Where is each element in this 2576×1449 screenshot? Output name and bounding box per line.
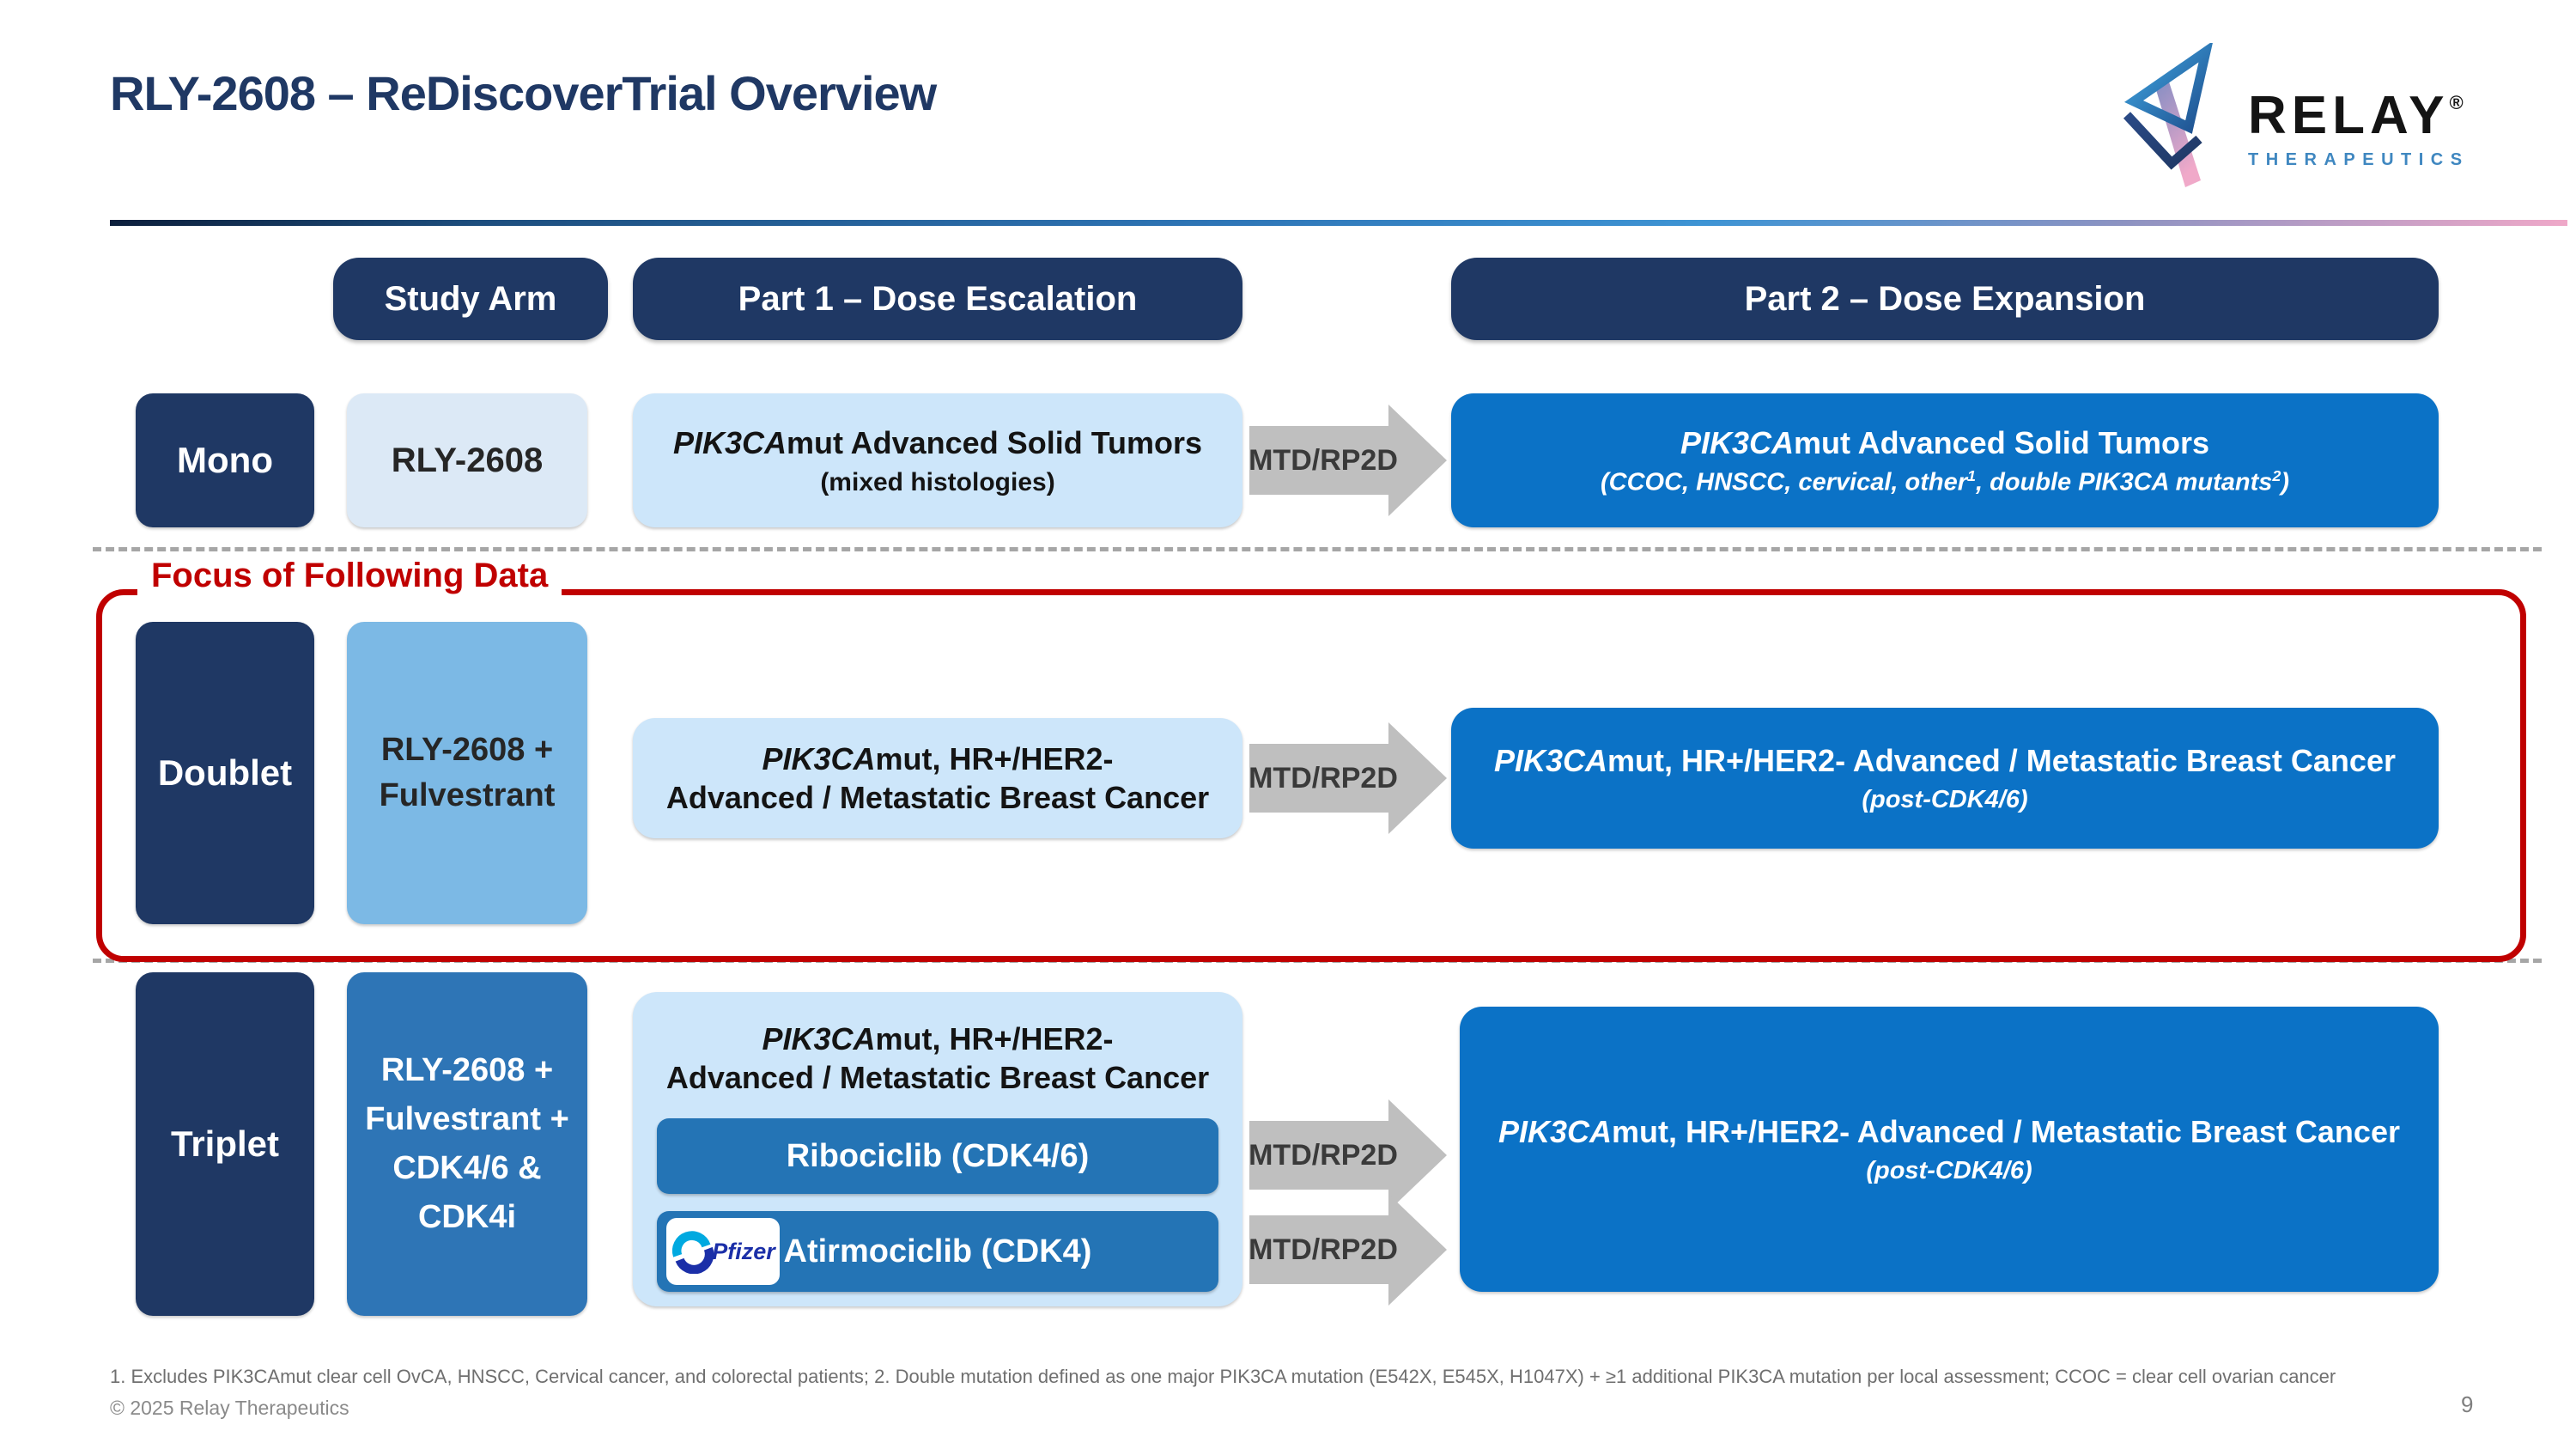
mono-expansion-line2: (CCOC, HNSCC, cervical, other1, double P… — [1601, 467, 2289, 497]
doublet-expansion-line1: PIK3CAmut, HR+/HER2- Advanced / Metastat… — [1494, 741, 2396, 780]
triplet-regimen-line2: Fulvestrant + — [365, 1101, 569, 1137]
logo-subtitle: THERAPEUTICS — [2248, 150, 2470, 169]
triplet-expansion-box: PIK3CAmut, HR+/HER2- Advanced / Metastat… — [1460, 1007, 2439, 1292]
footnote-marker-2: 2 — [2272, 466, 2281, 484]
block-arrow-shape — [1249, 1194, 1447, 1306]
row-separator-dashed-1 — [93, 547, 2542, 551]
block-arrow-shape — [1249, 722, 1447, 834]
pfizer-swoosh-icon — [672, 1231, 714, 1274]
triplet-expansion-line1-text: mut, HR+/HER2- Advanced / Metastatic Bre… — [1612, 1114, 2400, 1150]
logo-brand: RELAY® — [2248, 89, 2470, 143]
doublet-expansion-line1-text: mut, HR+/HER2- Advanced / Metastatic Bre… — [1607, 743, 2396, 779]
triplet-arm-cell: Triplet — [136, 972, 314, 1316]
mono-escalation-line2: (mixed histologies) — [820, 467, 1055, 496]
mono-escalation-line1: PIK3CAmut Advanced Solid Tumors — [673, 423, 1202, 462]
mtd-rp2d-arrow-triplet-atirmociclib: MTD/RP2D — [1249, 1194, 1447, 1306]
mono-escalation-line1-text: mut Advanced Solid Tumors — [786, 424, 1203, 460]
relay-logo: RELAY® THERAPEUTICS — [2121, 43, 2470, 194]
doublet-regimen-line2: Fulvestrant — [379, 777, 556, 813]
gene-name: PIK3CA — [1494, 743, 1608, 779]
footnote-marker-1: 1 — [1967, 466, 1977, 484]
gene-name: PIK3CA — [762, 1021, 876, 1056]
page-title: RLY-2608 – ReDiscoverTrial Overview — [110, 65, 937, 120]
arrow-label: MTD/RP2D — [1249, 761, 1398, 795]
gene-name: PIK3CA — [1680, 424, 1794, 460]
mono-expansion-line2-b: , double PIK3CA mutants — [1976, 468, 2273, 496]
triplet-expansion-line1: PIK3CAmut, HR+/HER2- Advanced / Metastat… — [1498, 1112, 2400, 1151]
gene-name: PIK3CA — [1498, 1114, 1613, 1150]
arrow-label: MTD/RP2D — [1249, 1138, 1398, 1172]
relay-origami-arrow-icon — [2123, 43, 2213, 187]
doublet-escalation-box: PIK3CAmut, HR+/HER2- Advanced / Metastat… — [633, 718, 1242, 838]
doublet-expansion-line2: (post-CDK4/6) — [1862, 786, 2028, 814]
triplet-escalation-line1: PIK3CAmut, HR+/HER2- — [633, 1020, 1242, 1058]
triplet-regimen-line3: CDK4/6 & — [392, 1150, 542, 1186]
mono-escalation-box: PIK3CAmut Advanced Solid Tumors (mixed h… — [633, 393, 1242, 527]
triplet-escalation-line1-text: mut, HR+/HER2- — [875, 1021, 1114, 1056]
block-arrow-shape — [1249, 405, 1447, 516]
triplet-regimen-cell: RLY-2608 + Fulvestrant + CDK4/6 & CDK4i — [347, 972, 587, 1316]
mono-arm-cell: Mono — [136, 393, 314, 527]
column-header-study-arm: Study Arm — [333, 258, 608, 340]
triplet-escalation-heading: PIK3CAmut, HR+/HER2- Advanced / Metastat… — [633, 992, 1242, 1097]
atirmociclib-label: Atirmociclib (CDK4) — [783, 1233, 1092, 1269]
column-header-part1-dose-escalation: Part 1 – Dose Escalation — [633, 258, 1242, 340]
doublet-expansion-box: PIK3CAmut, HR+/HER2- Advanced / Metastat… — [1451, 708, 2439, 849]
doublet-escalation-line2: Advanced / Metastatic Breast Cancer — [665, 780, 1210, 815]
mono-expansion-line1: PIK3CAmut Advanced Solid Tumors — [1680, 423, 2209, 462]
gene-name: PIK3CA — [672, 424, 787, 460]
block-arrow-shape — [1249, 1099, 1447, 1211]
footnote-text: 1. Excludes PIK3CAmut clear cell OvCA, H… — [110, 1366, 2336, 1387]
mtd-rp2d-arrow-doublet: MTD/RP2D — [1249, 722, 1447, 834]
doublet-regimen-cell: RLY-2608 + Fulvestrant — [347, 622, 587, 924]
page-number: 9 — [2461, 1391, 2474, 1417]
column-header-part2-dose-expansion: Part 2 – Dose Expansion — [1451, 258, 2439, 340]
triplet-expansion-line2: (post-CDK4/6) — [1866, 1157, 2032, 1185]
triplet-regimen-line4: CDK4i — [417, 1199, 517, 1235]
mono-expansion-line1-text: mut Advanced Solid Tumors — [1793, 424, 2210, 460]
title-divider — [110, 220, 2567, 226]
mono-expansion-line2-c: ) — [2281, 468, 2290, 496]
logo-registered-mark: ® — [2449, 92, 2464, 113]
arrow-label: MTD/RP2D — [1249, 1233, 1398, 1266]
mono-regimen-cell: RLY-2608 — [347, 393, 587, 527]
mtd-rp2d-arrow-triplet-ribociclib: MTD/RP2D — [1249, 1099, 1447, 1211]
pfizer-wordmark: Pfizer — [712, 1238, 775, 1264]
focus-outline-box — [96, 589, 2526, 962]
doublet-escalation-line1-text: mut, HR+/HER2- — [875, 741, 1114, 776]
arrow-label: MTD/RP2D — [1249, 443, 1398, 477]
doublet-arm-cell: Doublet — [136, 622, 314, 924]
logo-brand-text: RELAY — [2248, 86, 2450, 145]
copyright-text: © 2025 Relay Therapeutics — [110, 1397, 349, 1419]
mono-expansion-line2-a: (CCOC, HNSCC, cervical, other — [1600, 468, 1968, 496]
gene-name: PIK3CA — [762, 741, 876, 776]
ribociclib-drug-box: Ribociclib (CDK4/6) — [657, 1118, 1218, 1194]
doublet-escalation-line1: PIK3CAmut, HR+/HER2- — [762, 740, 1113, 778]
focus-callout-label: Focus of Following Data — [137, 553, 562, 598]
mtd-rp2d-arrow-mono: MTD/RP2D — [1249, 405, 1447, 516]
mono-expansion-box: PIK3CAmut Advanced Solid Tumors (CCOC, H… — [1451, 393, 2439, 527]
pfizer-logo: Pfizer — [666, 1218, 780, 1285]
triplet-regimen-line1: RLY-2608 + — [380, 1052, 554, 1088]
doublet-regimen-line1: RLY-2608 + — [380, 731, 554, 768]
triplet-escalation-line2: Advanced / Metastatic Breast Cancer — [665, 1060, 1210, 1095]
relay-logo-wordmark: RELAY® THERAPEUTICS — [2248, 43, 2470, 170]
